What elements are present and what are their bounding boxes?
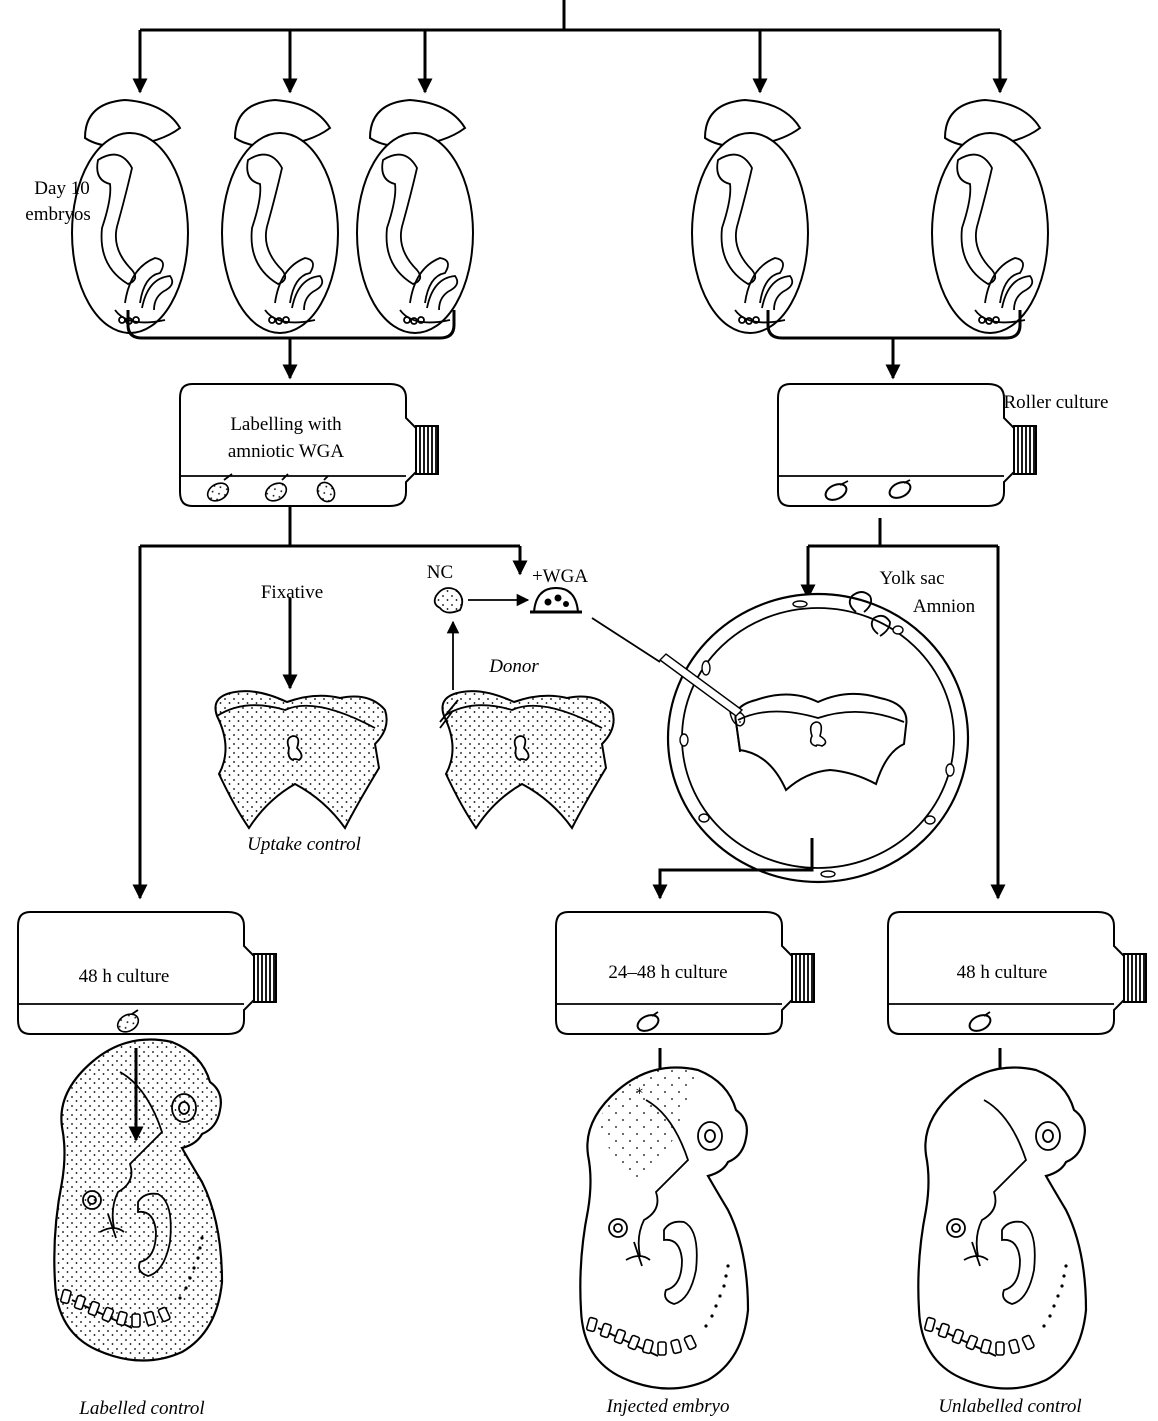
- injection-needle: [658, 653, 744, 717]
- fixative-label: Fixative: [261, 582, 323, 603]
- yolk-sac-label: Yolk sac: [879, 568, 944, 589]
- merge-connector-left: [126, 310, 456, 380]
- roller-culture-bottle: [777, 383, 1037, 507]
- day10-embryo-2: [221, 99, 339, 334]
- culture-to-embryo-arrows: [128, 1048, 1008, 1142]
- host-to-culture-connector: [652, 838, 814, 900]
- top-branch-connector: [132, 0, 1008, 94]
- injection-arrow: [591, 617, 661, 663]
- nc-fragment: [433, 587, 464, 614]
- amnion-pointer: [870, 614, 891, 637]
- unlabelled-control-embryo: [917, 1066, 1088, 1390]
- labelled-48h-bottle: [17, 911, 277, 1035]
- merge-connector-right: [766, 310, 1022, 380]
- injected-embryo-label: Injected embryo: [606, 1396, 730, 1417]
- unlabelled-control-label: Unlabelled control: [938, 1396, 1081, 1417]
- wga-label: +WGA: [532, 566, 588, 587]
- injected-embryo-drawing: *: [579, 1066, 750, 1390]
- labelling-label-line2: amniotic WGA: [228, 441, 345, 462]
- amnion-label: Amnion: [913, 596, 976, 617]
- injected-culture-bottle: [555, 911, 815, 1035]
- uptake-control-section: [214, 690, 388, 829]
- labelling-bottle: [179, 383, 439, 507]
- roller-culture-label: Roller culture: [1004, 392, 1109, 413]
- day10-label-line2: embryos: [25, 204, 90, 225]
- labelled-control-label: Labelled control: [78, 1398, 204, 1419]
- unlabelled-culture-label: 48 h culture: [957, 962, 1048, 983]
- day10-embryo-3: [356, 99, 474, 334]
- uptake-control-label: Uptake control: [247, 834, 361, 855]
- donor-label: Donor: [488, 656, 539, 677]
- labelled-culture-label: 48 h culture: [79, 966, 170, 987]
- labelling-branch-connector: [132, 506, 528, 900]
- labelled-control-embryo: [53, 1038, 224, 1362]
- yolk-sac-pointer: [848, 591, 873, 613]
- day10-embryo-5: [931, 99, 1049, 334]
- unlabelled-48h-bottle: [887, 911, 1147, 1035]
- host-embryo-in-membranes: [666, 592, 970, 884]
- wga-treated-fragment: [530, 586, 582, 614]
- donor-section: [441, 690, 615, 829]
- injection-site-marker: *: [636, 1086, 643, 1102]
- day10-label-line1: Day 10: [34, 178, 89, 199]
- day10-embryo-4: [691, 99, 809, 334]
- injected-culture-label: 24–48 h culture: [608, 962, 727, 983]
- labelling-label-line1: Labelling with: [230, 414, 342, 435]
- donor-excision-mark: [439, 699, 459, 729]
- roller-branch-connector: [800, 518, 1006, 900]
- nc-label: NC: [427, 562, 453, 583]
